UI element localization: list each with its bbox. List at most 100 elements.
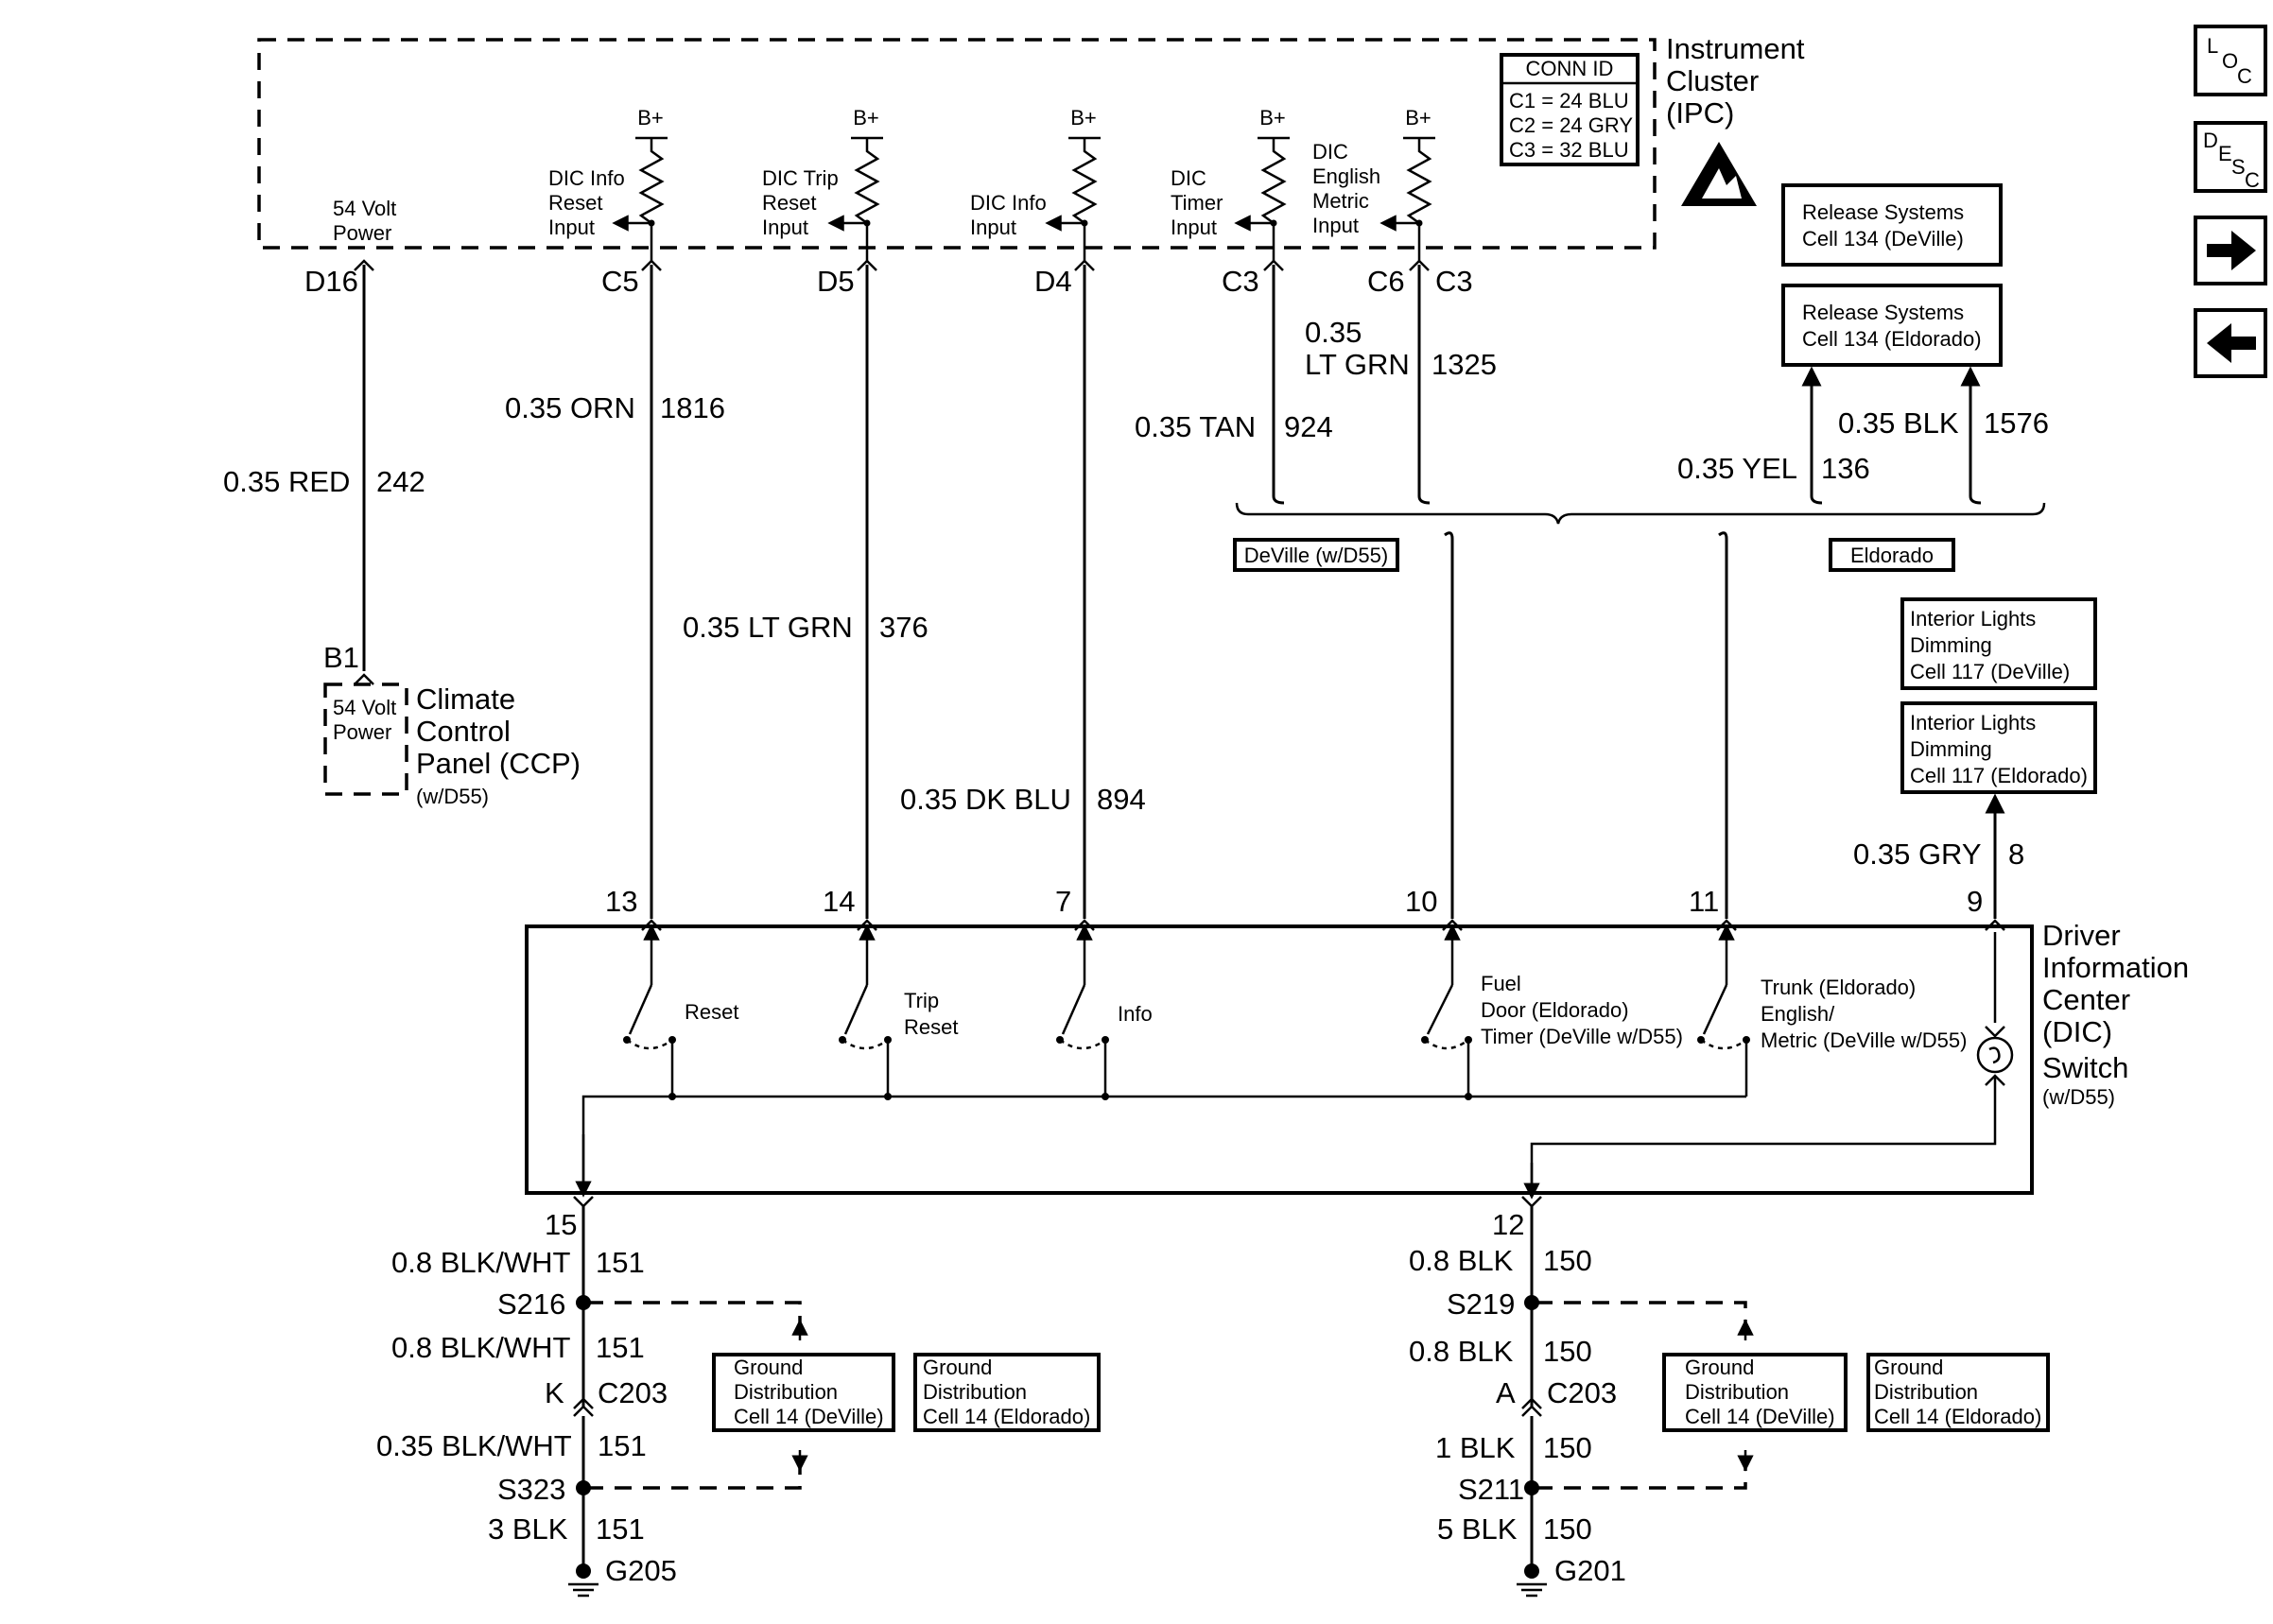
pullup-c5: B+ DIC Info Reset Input [548, 106, 668, 263]
ref-dimming-deville[interactable]: Interior Lights Dimming Cell 117 (DeVill… [1900, 597, 2097, 690]
wire-1576-label: 0.35 BLK [1838, 406, 1959, 440]
wire-1325-label-top: 0.35 [1305, 316, 1362, 349]
ref-release-eldorado-2: Cell 134 (Eldorado) [1802, 327, 1982, 351]
conn-id-row-1: C1 = 24 BLU [1509, 89, 1629, 112]
dic-boundary [525, 924, 2034, 1195]
wire-136-label: 0.35 YEL [1677, 452, 1797, 485]
ground-icon [568, 1564, 599, 1598]
ref-release-deville[interactable]: Release Systems Cell 134 (DeVille) [1781, 183, 2003, 267]
dic-switch: Driver Information Center (DIC) Switch (… [525, 885, 2189, 1241]
ccp-pin-b1: B1 [323, 641, 359, 674]
pin-c3b: C3 [1435, 265, 1473, 298]
desc-letter-e: E [2218, 142, 2232, 165]
info-reset-input-3: Input [548, 216, 595, 239]
ref-dimming-deville-1: Interior Lights [1910, 607, 2036, 631]
wire-1816-label: 0.35 ORN [505, 391, 635, 424]
gr-w3-label: 1 BLK [1435, 1431, 1516, 1464]
option-deville: DeVille (w/D55) [1244, 544, 1388, 567]
wire-924: 0.35 TAN 924 [1135, 265, 1333, 505]
gl-w2-circuit: 151 [596, 1331, 645, 1364]
info-reset-input-2: Reset [548, 191, 602, 215]
english-input-3: Metric [1312, 189, 1369, 213]
pullup-d4: B+ DIC Info Input [970, 106, 1101, 263]
ref-gnd-eld-r-3: Cell 14 (Eldorado) [1874, 1405, 2041, 1428]
ref-gnd-deville-left[interactable]: Ground Distribution Cell 14 (DeVille) [712, 1353, 895, 1432]
ref-release-deville-1: Release Systems [1802, 200, 1964, 224]
desc-button[interactable]: D E S C [2194, 121, 2267, 193]
wire-376: 0.35 LT GRN 376 [683, 265, 928, 919]
dic-pin-12: 12 [1492, 1208, 1524, 1241]
back-button[interactable] [2194, 308, 2267, 378]
ref-dimming-eldorado[interactable]: Interior Lights Dimming Cell 117 (Eldora… [1900, 701, 2097, 794]
loc-button[interactable]: L O C [2194, 25, 2267, 96]
gr-conn-pin: A [1496, 1376, 1516, 1409]
ref-gnd-eldorado-right[interactable]: Ground Distribution Cell 14 (Eldorado) [1866, 1353, 2050, 1432]
gl-w2-label: 0.8 BLK/WHT [391, 1331, 571, 1364]
dic-title-4: (DIC) [2042, 1015, 2112, 1048]
switch-trunk-english: Trunk (Eldorado) English/ Metric (DeVill… [1697, 974, 1967, 1097]
wire-8-circuit: 8 [2008, 838, 2024, 871]
option-brace: DeVille (w/D55) Eldorado [1233, 502, 2046, 572]
ref-gnd-eld-r-1: Ground [1874, 1356, 1943, 1379]
bplus-label: B+ [637, 106, 664, 130]
wire-1816: 0.35 ORN 1816 [505, 265, 725, 919]
wire-1325-label: LT GRN [1305, 348, 1410, 381]
gr-splice1: S219 [1447, 1287, 1515, 1321]
switch-reset-label: Reset [685, 1000, 738, 1024]
wire-to-dic-11 [1718, 531, 1728, 919]
ref-release-deville-2: Cell 134 (DeVille) [1802, 227, 1964, 251]
ccp-power-1: 54 Volt [333, 696, 396, 719]
ref-gnd-dev-r-2: Distribution [1685, 1380, 1789, 1404]
bplus-label: B+ [853, 106, 879, 130]
timer-input-1: DIC [1171, 166, 1206, 190]
wire-242-circuit: 242 [376, 465, 425, 498]
dic-title-2: Information [2042, 951, 2189, 984]
ref-gnd-dev-l-2: Distribution [734, 1380, 838, 1404]
conn-id-header: CONN ID [1526, 57, 1614, 80]
dic-pin-13: 13 [605, 885, 637, 918]
lamp-bulb-icon [1523, 932, 2014, 1200]
desc-letter-c: C [2245, 168, 2260, 192]
switch-info: Info [1056, 974, 1153, 1097]
ref-gnd-eldorado-left[interactable]: Ground Distribution Cell 14 (Eldorado) [913, 1353, 1101, 1432]
ref-gnd-dev-r-3: Cell 14 (DeVille) [1685, 1405, 1835, 1428]
ref-dimming-deville-2: Dimming [1910, 633, 1992, 657]
bplus-label: B+ [1259, 106, 1286, 130]
gr-w2-label: 0.8 BLK [1409, 1335, 1514, 1368]
wire-894: 0.35 DK BLU 894 [900, 265, 1146, 919]
trip-reset-input-3: Input [762, 216, 808, 239]
gl-conn: C203 [598, 1376, 668, 1409]
pin-d4: D4 [1034, 265, 1072, 298]
ref-release-eldorado[interactable]: Release Systems Cell 134 (Eldorado) [1781, 284, 2003, 367]
ref-gnd-deville-right[interactable]: Ground Distribution Cell 14 (DeVille) [1662, 1353, 1848, 1432]
pin-c5: C5 [601, 265, 639, 298]
ref-dimming-deville-3: Cell 117 (DeVille) [1910, 660, 2070, 683]
gl-w1-label: 0.8 BLK/WHT [391, 1246, 571, 1279]
gr-w4-label: 5 BLK [1437, 1512, 1518, 1546]
switch-info-label: Info [1118, 1002, 1153, 1026]
bplus-label: B+ [1070, 106, 1097, 130]
info-input-1: DIC Info [970, 191, 1047, 215]
ipc-boundary [257, 38, 1657, 250]
conn-id-table: CONN ID C1 = 24 BLU C2 = 24 GRY C3 = 32 … [1500, 53, 1640, 166]
desc-letter-s: S [2231, 155, 2246, 179]
forward-button[interactable] [2194, 216, 2267, 285]
ipc-power-label-1: 54 Volt [333, 197, 396, 220]
gl-conn-pin: K [545, 1376, 564, 1409]
trip-reset-input-2: Reset [762, 191, 816, 215]
gl-w4-label: 3 BLK [488, 1512, 568, 1546]
ref-gnd-eld-l-1: Ground [923, 1356, 992, 1379]
pin-d5: D5 [817, 265, 855, 298]
wire-894-circuit: 894 [1097, 783, 1146, 816]
switch-trip-reset-label-2: Reset [904, 1015, 958, 1039]
arrow-left-icon [2207, 323, 2256, 363]
pullup-c6: B+ DIC English Metric Input [1312, 106, 1435, 263]
ccp-title-2: Control [416, 715, 511, 748]
pullup-c3: B+ DIC Timer Input [1171, 106, 1290, 263]
ref-gnd-dev-l-3: Cell 14 (DeVille) [734, 1405, 884, 1428]
ref-gnd-eld-r-2: Distribution [1874, 1380, 1978, 1404]
ref-dimming-eldorado-2: Dimming [1910, 737, 1992, 761]
ipc-title-3: (IPC) [1666, 96, 1734, 130]
pullup-d5: B+ DIC Trip Reset Input [762, 106, 883, 263]
